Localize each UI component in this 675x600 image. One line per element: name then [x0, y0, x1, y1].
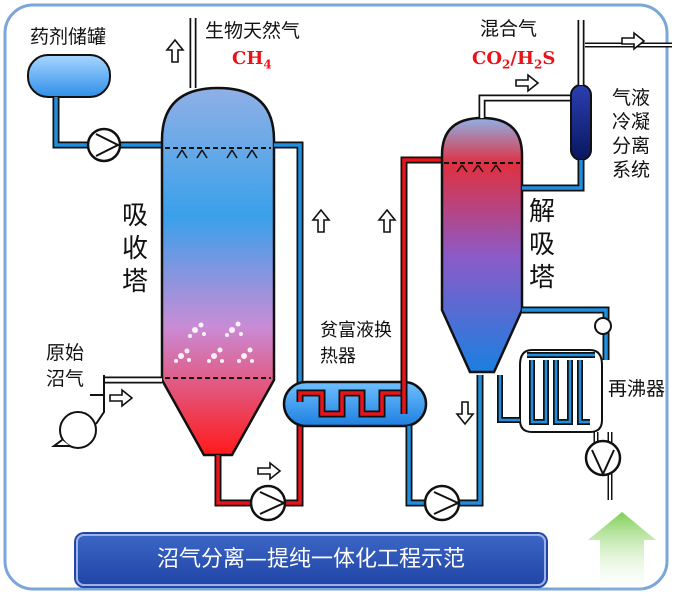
- arrow-up-lean: [311, 208, 331, 233]
- label-raw-biogas: 原始沼气: [46, 342, 85, 390]
- arrow-down-desorber: [455, 401, 475, 426]
- arrow-right-mixed: [621, 31, 646, 51]
- label-ch4: CH4: [232, 48, 272, 72]
- arrow-right-raw: [109, 388, 134, 408]
- pump-reboiler: [584, 439, 622, 477]
- label-desorber: 解吸塔: [528, 197, 555, 293]
- arrow-up-rich: [377, 208, 397, 233]
- blower: [51, 375, 105, 449]
- label-absorber: 吸收塔: [121, 201, 148, 297]
- pump-rich: [249, 484, 287, 522]
- condenser: [570, 84, 592, 161]
- label-co2-h2s: CO2/H2S: [472, 48, 556, 72]
- pipe-desorber-bottom: [460, 375, 484, 507]
- arrow-right-desorber-gas: [515, 73, 540, 93]
- label-mixed-gas: 混合气: [480, 18, 538, 40]
- pipe-desorber-to-condenser: [478, 94, 578, 118]
- label-biogas-product: 生物天然气: [205, 20, 301, 42]
- chemical-tank: [27, 54, 111, 98]
- banner-title: 沼气分离—提纯一体化工程示范: [156, 547, 465, 572]
- label-condensation: 气液冷凝分离系统: [612, 87, 651, 181]
- pipe-tank-to-pump: [52, 97, 92, 149]
- label-reboiler: 再沸器: [608, 378, 666, 400]
- pump-lean: [423, 484, 461, 522]
- green-arrow-icon: [588, 512, 656, 596]
- small-pump: [594, 317, 612, 335]
- title-banner: 沼气分离—提纯一体化工程示范: [76, 534, 546, 586]
- desorber-tower: [440, 116, 524, 374]
- pipe-reboiler-return: [497, 375, 520, 423]
- pipe-lean-from-desorber: [405, 426, 424, 507]
- pipe-lean-return: [274, 141, 304, 400]
- label-lean-rich-exchanger: 贫富液换热器: [320, 320, 392, 367]
- diagram-frame: [3, 3, 669, 591]
- label-chemical-tank: 药剂储罐: [30, 26, 107, 48]
- pump-chemical: [86, 127, 122, 163]
- pipe-rich-to-pump: [214, 455, 250, 507]
- arrow-up-product: [165, 38, 185, 63]
- pipe-condensate-return: [522, 160, 585, 192]
- absorber-tower: [160, 86, 276, 457]
- arrow-right-pump: [257, 461, 282, 481]
